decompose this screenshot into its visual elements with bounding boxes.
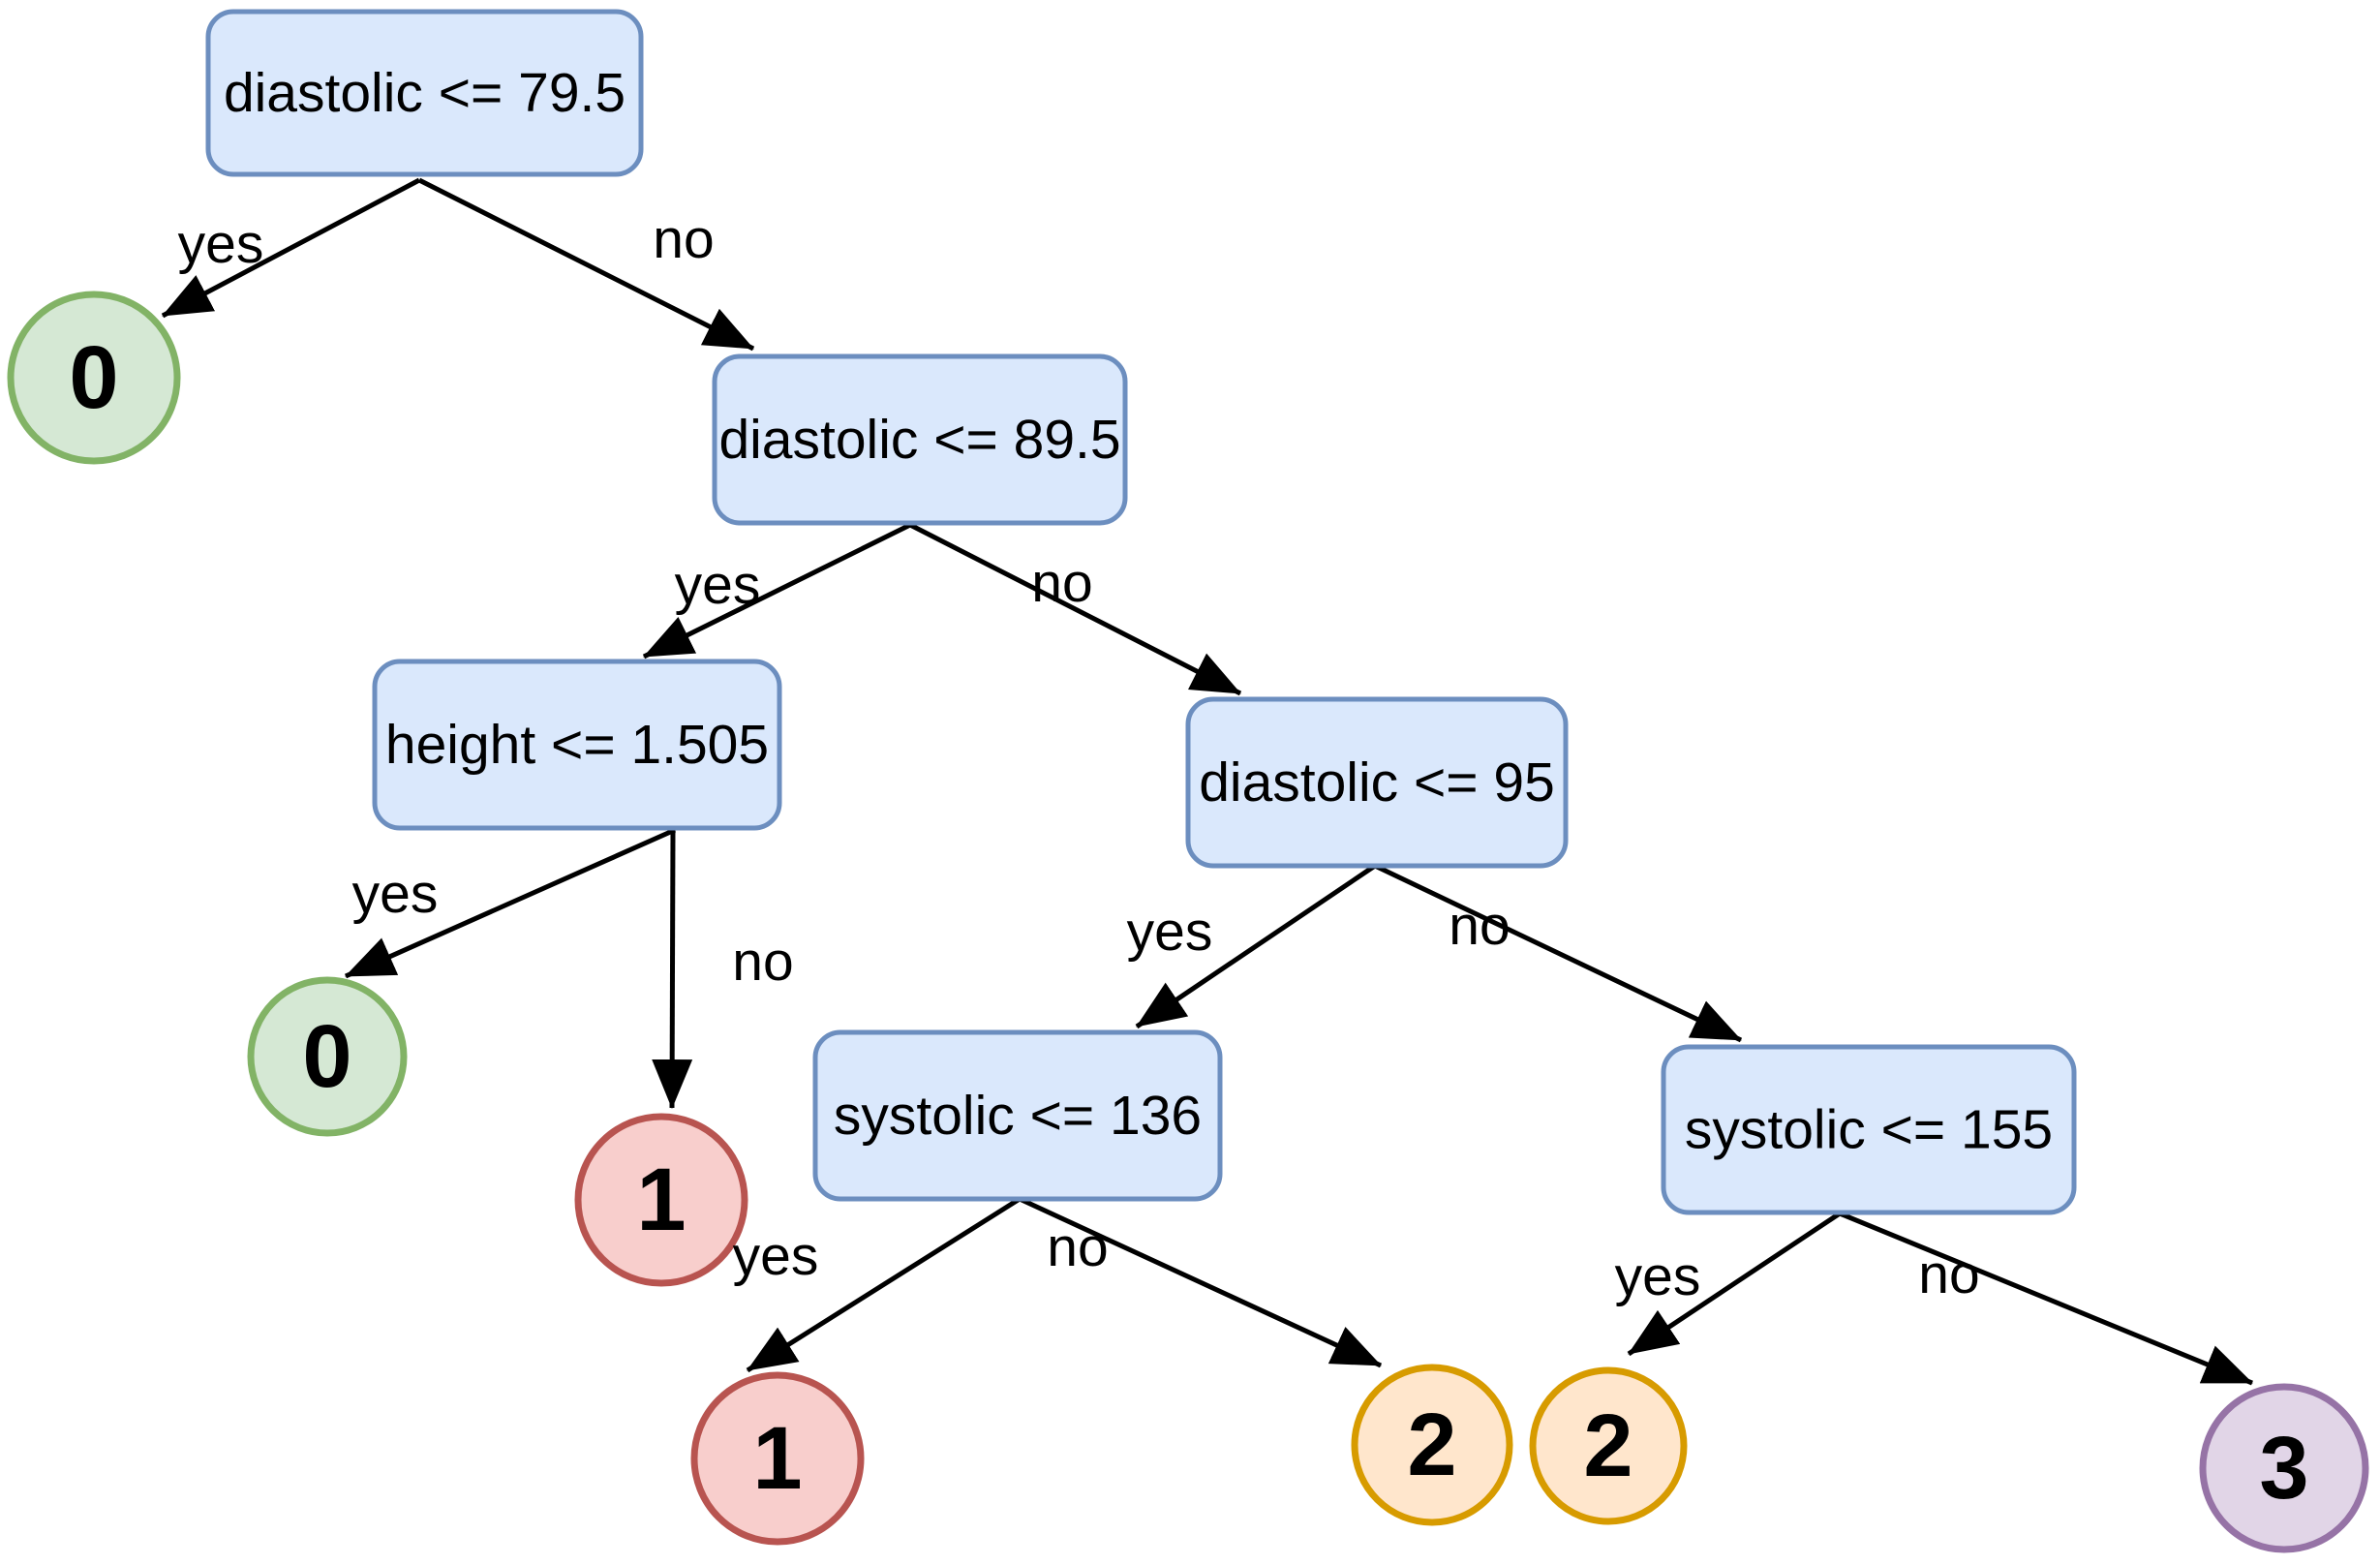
edge-height-1-505-to-leaf-1-a [652,829,693,1109]
leaf-node-label-leaf-0-a: 0 [69,328,118,427]
leaf-node-label-leaf-3: 3 [2259,1419,2308,1518]
edge-label-no-diastolic-79-5: no [653,208,714,270]
decision-node-label-systolic-155: systolic <= 155 [1685,1099,2053,1161]
decision-node-label-diastolic-95: diastolic <= 95 [1199,752,1555,813]
decision-node-systolic-155 [1661,1044,2077,1215]
edge-label-no-diastolic-89-5: no [1031,552,1092,614]
decision-node-label-diastolic-89-5: diastolic <= 89.5 [718,409,1120,471]
leaf-node-label-leaf-1-a: 1 [636,1151,686,1249]
edge-label-yes-diastolic-79-5: yes [178,213,264,275]
edge-layer [161,177,2253,1386]
edge-diastolic-95-to-systolic-155 [1373,863,1743,1043]
edge-diastolic-79-5-to-diastolic-89-5 [417,177,755,352]
edge-diastolic-79-5-to-leaf-0-a [161,177,421,319]
leaf-node-label-leaf-2-a: 2 [1407,1396,1456,1494]
edge-label-no-systolic-155: no [1918,1243,1979,1305]
edge-systolic-136-to-leaf-1-b [746,1196,1022,1373]
edge-label-no-height-1-505: no [732,931,793,993]
decision-node-label-diastolic-79-5: diastolic <= 79.5 [224,62,626,124]
edge-systolic-136-to-leaf-2-a [1018,1196,1383,1368]
edge-diastolic-89-5-to-height-1-505 [642,522,912,660]
edge-label-yes-diastolic-95: yes [1127,901,1213,963]
decision-node-systolic-136 [812,1029,1223,1202]
node-layer: diastolic <= 79.5 diastolic <= 89.5 height… [7,9,2369,1553]
edge-label-no-systolic-136: no [1047,1216,1108,1278]
edge-label-no-diastolic-95: no [1449,895,1510,957]
leaf-node-leaf-2-b-orange [1529,1366,1688,1525]
leaf-node-leaf-1-b-red [690,1371,865,1546]
edge-systolic-155-to-leaf-3 [1839,1211,2253,1386]
leaf-node-label-leaf-0-b: 0 [302,1007,351,1106]
decision-node-height-1-505 [372,659,782,831]
decision-node-label-height-1-505: height <= 1.505 [385,714,769,776]
leaf-node-leaf-2-a-orange [1351,1364,1513,1526]
leaf-node-leaf-3-purple [2199,1383,2369,1553]
leaf-node-label-leaf-1-b: 1 [752,1409,802,1508]
edge-height-1-505-to-leaf-0-b [344,827,677,979]
leaf-node-leaf-0-a-green [7,291,181,465]
decision-node-diastolic-79-5 [205,9,644,177]
edge-diastolic-95-to-systolic-136 [1135,863,1377,1029]
leaf-node-label-leaf-2-b: 2 [1583,1396,1632,1495]
edge-label-yes-systolic-155: yes [1615,1245,1701,1307]
decision-node-label-systolic-136: systolic <= 136 [834,1085,1202,1147]
leaf-node-leaf-0-b-green [247,976,408,1137]
decision-node-diastolic-89-5 [712,353,1128,526]
edge-label-yes-height-1-505: yes [352,863,439,925]
leaf-node-leaf-1-a-red [574,1113,748,1287]
edge-label-layer: yes no yes no yes no yes no yes no yes no [178,208,1980,1307]
edge-label-yes-systolic-136: yes [733,1225,819,1287]
decision-node-diastolic-95 [1185,696,1569,869]
edge-systolic-155-to-leaf-2-b [1627,1211,1842,1357]
edge-diastolic-89-5-to-diastolic-95 [908,522,1242,696]
edge-label-yes-diastolic-89-5: yes [675,554,761,616]
